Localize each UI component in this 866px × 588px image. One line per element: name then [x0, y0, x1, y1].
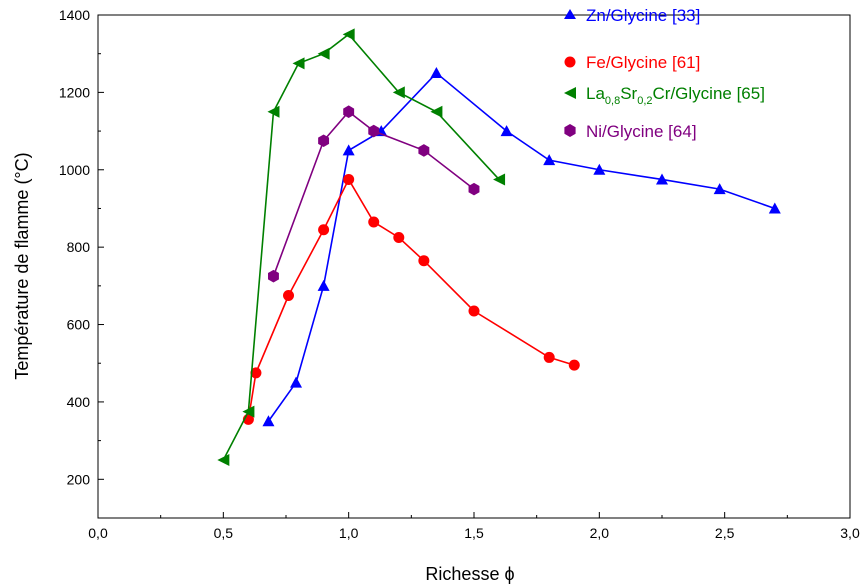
data-point: [342, 144, 355, 156]
y-tick-label: 1400: [59, 7, 90, 23]
data-point: [290, 376, 303, 388]
data-point: [262, 415, 275, 427]
x-tick-label: 1,0: [339, 525, 359, 541]
legend-label-fe: Fe/Glycine [61]: [586, 53, 700, 72]
data-point: [393, 231, 405, 243]
data-point: [430, 67, 443, 79]
data-point: [317, 279, 330, 291]
series-layer: [217, 28, 781, 466]
data-point: [343, 173, 355, 185]
data-point: [368, 216, 380, 228]
data-point: [493, 173, 506, 186]
data-point: [418, 255, 430, 267]
data-point: [292, 57, 305, 70]
x-tick-label: 3,0: [840, 525, 860, 541]
series-line: [222, 33, 500, 461]
legend-marker-triangle-icon: [564, 9, 576, 19]
legend-label-ni: Ni/Glycine [64]: [586, 122, 697, 141]
data-point: [543, 154, 556, 166]
legend-item-fe: Fe/Glycine [61]: [564, 53, 700, 72]
legend-marker-hexagon-icon: [564, 124, 576, 137]
legend-item-lasrcr: La0,8Sr0,2Cr/Glycine [65]: [564, 84, 765, 107]
data-point: [468, 182, 480, 196]
data-point: [318, 224, 330, 236]
data-point: [656, 173, 668, 185]
y-tick-label: 600: [67, 317, 91, 333]
data-point: [343, 105, 355, 119]
data-point: [318, 134, 330, 148]
y-tick-label: 800: [67, 239, 91, 255]
x-tick-label: 2,5: [715, 525, 735, 541]
data-point: [217, 453, 230, 466]
series-1: [242, 173, 580, 425]
y-axis-title: Température de flamme (°C): [12, 152, 32, 379]
data-point: [593, 163, 606, 175]
x-tick-label: 2,0: [590, 525, 610, 541]
legend-marker-triangle-left-icon: [564, 87, 576, 99]
x-tick-label: 0,0: [88, 525, 108, 541]
data-point: [392, 86, 405, 99]
x-tick-label: 1,5: [464, 525, 484, 541]
data-point: [242, 405, 255, 418]
legend-label-zn: Zn/Glycine [33]: [586, 6, 700, 25]
data-point: [500, 125, 513, 137]
data-point: [543, 351, 555, 363]
y-tick-label: 200: [67, 471, 91, 487]
series-0: [262, 67, 781, 427]
y-tick-label: 1200: [59, 84, 90, 100]
legend-label-lasrcr: La0,8Sr0,2Cr/Glycine [65]: [586, 84, 765, 107]
data-point: [342, 28, 355, 41]
y-tick-label: 400: [67, 394, 91, 410]
legend: Zn/Glycine [33] Fe/Glycine [61] La0,8Sr0…: [564, 6, 765, 141]
series-line: [272, 110, 475, 277]
series-line: [267, 71, 776, 422]
y-axis: 200 400 600 800 1000 1200 1400: [59, 7, 104, 487]
data-point: [468, 305, 480, 317]
data-point: [250, 367, 262, 379]
y-tick-label: 1000: [59, 162, 90, 178]
data-point: [317, 47, 330, 60]
legend-marker-circle-icon: [564, 56, 576, 68]
legend-item-ni: Ni/Glycine [64]: [564, 122, 697, 141]
data-point: [568, 359, 580, 371]
x-axis-title: Richesse ϕ: [425, 564, 514, 584]
data-point: [283, 290, 295, 302]
data-point: [418, 144, 430, 157]
data-point: [268, 269, 279, 283]
data-point: [713, 183, 726, 195]
data-point: [768, 202, 781, 214]
x-tick-label: 0,5: [214, 525, 234, 541]
x-axis: 0,0 0,5 1,0 1,5 2,0 2,5 3,0: [88, 512, 860, 541]
series-2: [217, 28, 506, 466]
series-3: [268, 105, 480, 283]
data-point: [368, 124, 380, 138]
data-point: [267, 105, 280, 118]
legend-item-zn: Zn/Glycine [33]: [564, 6, 700, 25]
data-point: [430, 105, 443, 118]
